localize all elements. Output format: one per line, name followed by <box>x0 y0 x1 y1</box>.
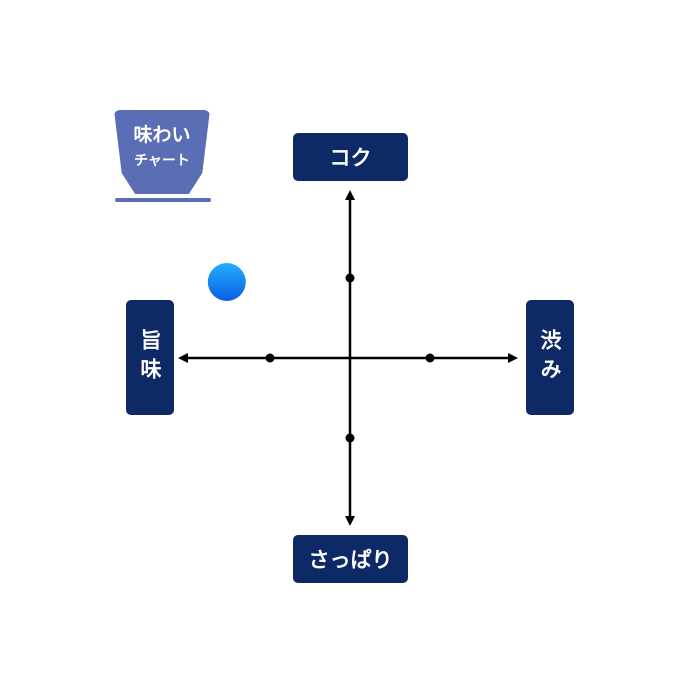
x-tick-dot <box>425 353 435 363</box>
logo-line1: 味わい <box>133 124 191 146</box>
y-tick-dot <box>345 433 355 443</box>
arrow-right-icon <box>508 353 518 363</box>
axis-label-left: 旨味 <box>126 300 174 415</box>
axis-label-bottom: さっぱり <box>293 535 408 583</box>
arrow-down-icon <box>345 516 355 526</box>
axis-label-top: コク <box>293 133 408 181</box>
arrow-up-icon <box>345 190 355 200</box>
y-tick-dot <box>345 273 355 283</box>
logo-line2: チャート <box>134 153 190 169</box>
axis-label-right: 渋み <box>526 300 574 415</box>
bowl-icon <box>114 110 210 194</box>
taste-point <box>207 263 246 301</box>
taste-chart-logo: 味わい チャート <box>112 110 212 205</box>
x-tick-dot <box>265 353 275 363</box>
arrow-left-icon <box>178 353 188 363</box>
logo-underline <box>115 198 211 202</box>
